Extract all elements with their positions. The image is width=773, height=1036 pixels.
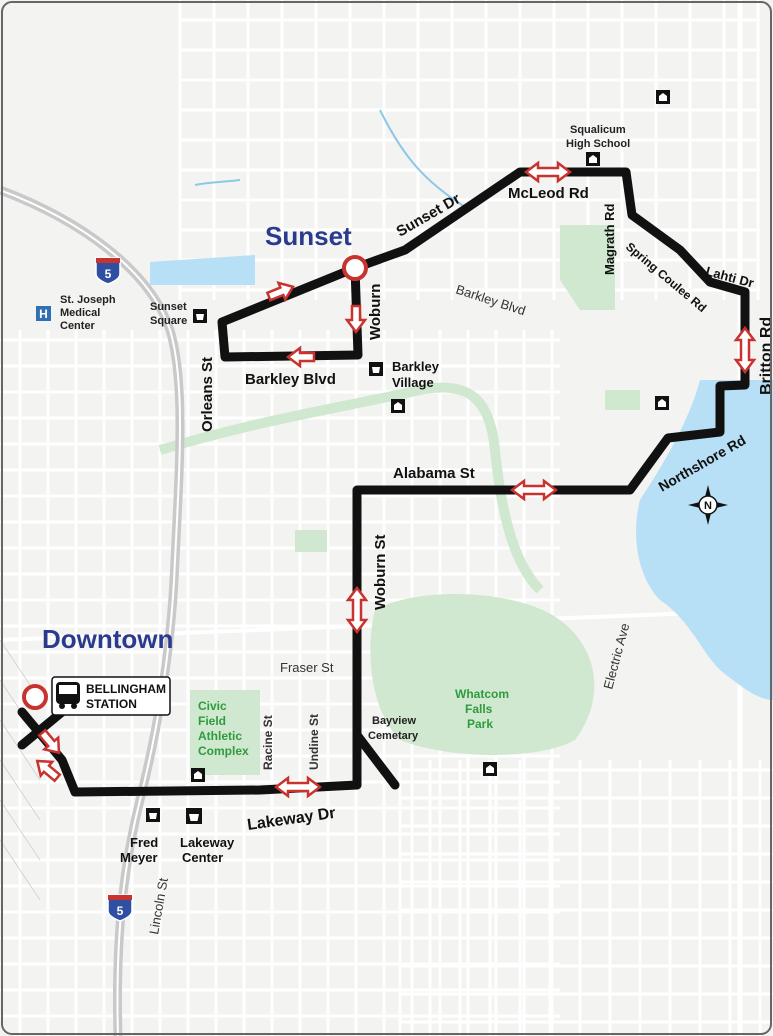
street-label-barkley-blvd: Barkley Blvd	[245, 371, 336, 388]
route-lakeway	[17, 707, 400, 797]
hospital-icon-letter: H	[39, 307, 48, 321]
creek-1	[379, 109, 471, 211]
two-way-arrow-icon	[273, 775, 323, 799]
i5-shield-south: 5	[107, 894, 133, 922]
park-whatcom-line1: Whatcom	[455, 687, 509, 701]
park-civic-line3: Athletic	[198, 729, 242, 743]
street-label-britton-rd: Britton Rd	[758, 317, 773, 395]
one-way-arrow-icon	[344, 304, 368, 335]
interstate-5-edge	[0, 189, 181, 1036]
pond-north	[150, 255, 255, 285]
poi-sunset-square-line2: Square	[150, 315, 187, 327]
poi-barkley-village-line2: Village	[392, 375, 434, 390]
compass-icon: N	[688, 485, 728, 525]
shopping-basket-icon	[186, 808, 202, 824]
two-way-arrow-icon	[509, 478, 559, 502]
poi-lakeway-center[interactable]: Lakeway Center	[180, 808, 235, 865]
school-icon	[655, 396, 669, 410]
one-way-arrow-icon	[37, 728, 61, 755]
one-way-arrow-icon	[35, 759, 62, 783]
poi-st-joseph-medical-center[interactable]: H St. Joseph Medical Center	[36, 294, 116, 332]
poi-barkley-village[interactable]: Barkley Village	[369, 359, 440, 390]
street-label-undine-st: Undine St	[307, 714, 321, 770]
school-icon	[656, 90, 670, 104]
poi-lakeway-center-line2: Center	[182, 850, 223, 865]
park-civic-line2: Field	[198, 714, 226, 728]
school-icon	[391, 399, 405, 413]
poi-fred-meyer[interactable]: Fred Meyer	[120, 808, 160, 865]
shopping-icon	[369, 362, 383, 376]
shopping-icon	[193, 309, 207, 323]
bus-icon	[56, 682, 80, 709]
street-label-woburn: Woburn	[367, 284, 384, 340]
park-whatcom-line2: Falls	[465, 702, 493, 716]
i5-shield-number: 5	[117, 904, 124, 918]
station-name-line2: STATION	[86, 697, 137, 711]
hub-label-sunset: Sunset	[265, 221, 352, 251]
compass-letter: N	[704, 500, 712, 512]
sunset-hub-marker[interactable]	[342, 255, 368, 281]
hospital-icon: H	[36, 306, 51, 321]
one-way-arrow-icon	[285, 345, 316, 369]
school-icon	[191, 768, 205, 782]
poi-squalicum-high-school[interactable]: Squalicum High School	[566, 124, 630, 166]
poi-fred-meyer-line2: Meyer	[120, 850, 158, 865]
shopping-icon	[146, 808, 160, 822]
park-green-trail	[158, 382, 544, 594]
street-label-mcleod-rd: McLeod Rd	[508, 185, 589, 202]
school-icon	[586, 152, 600, 166]
direction-arrows	[35, 160, 757, 799]
poi-squalicum-line1: Squalicum	[570, 124, 626, 136]
i5-shield-number: 5	[105, 267, 112, 281]
station-name-line1: BELLINGHAM	[86, 682, 166, 696]
poi-squalicum-line2: High School	[566, 138, 630, 150]
street-label-woburn-st: Woburn St	[372, 534, 389, 610]
park-label-civic-field: Civic Field Athletic Complex	[198, 699, 249, 758]
street-label-racine-st: Racine St	[261, 715, 275, 770]
poi-st-joseph-line2: Medical	[60, 307, 100, 319]
park-label-whatcom-falls: Whatcom Falls Park	[455, 687, 509, 731]
park-whatcom-line3: Park	[467, 717, 493, 731]
route-downtown-cross	[17, 707, 67, 750]
one-way-arrow-icon	[265, 281, 295, 303]
park-civic-field	[190, 690, 260, 775]
park-civic-line4: Complex	[198, 744, 249, 758]
school-icon	[483, 762, 497, 776]
hub-label-downtown: Downtown	[42, 624, 173, 654]
poi-bayview-line2: Cemetary	[368, 730, 419, 742]
poi-lakeway-center-line1: Lakeway	[180, 835, 235, 850]
street-label-magrath-rd: Magrath Rd	[602, 203, 617, 275]
poi-st-joseph-line1: St. Joseph	[60, 294, 116, 306]
street-label-orleans-st: Orleans St	[199, 357, 216, 432]
park-patch-2	[605, 390, 640, 410]
poi-bayview-line1: Bayview	[372, 715, 416, 727]
park-civic-line1: Civic	[198, 699, 227, 713]
creek-2	[194, 179, 241, 186]
two-way-arrow-icon	[345, 585, 369, 635]
park-north	[560, 225, 615, 310]
park-patch-1	[295, 530, 327, 552]
lake-whatcom	[636, 380, 773, 700]
street-label-alabama-st: Alabama St	[393, 465, 475, 482]
poi-sunset-square[interactable]: Sunset Square	[150, 301, 207, 327]
bellingham-station-label[interactable]: BELLINGHAM STATION	[51, 676, 171, 716]
poi-barkley-village-line1: Barkley	[392, 359, 440, 374]
street-label-fraser-st: Fraser St	[280, 660, 334, 675]
two-way-arrow-icon	[733, 325, 757, 375]
poi-st-joseph-line3: Center	[60, 320, 96, 332]
i5-shield-north: 5	[95, 257, 121, 285]
park-whatcom-falls	[370, 593, 595, 755]
poi-bayview-cemetary[interactable]: Bayview Cemetary	[368, 715, 419, 742]
poi-fred-meyer-line1: Fred	[130, 835, 158, 850]
downtown-hub-marker[interactable]	[22, 684, 48, 710]
poi-sunset-square-line1: Sunset	[150, 301, 187, 313]
two-way-arrow-icon	[523, 160, 573, 184]
